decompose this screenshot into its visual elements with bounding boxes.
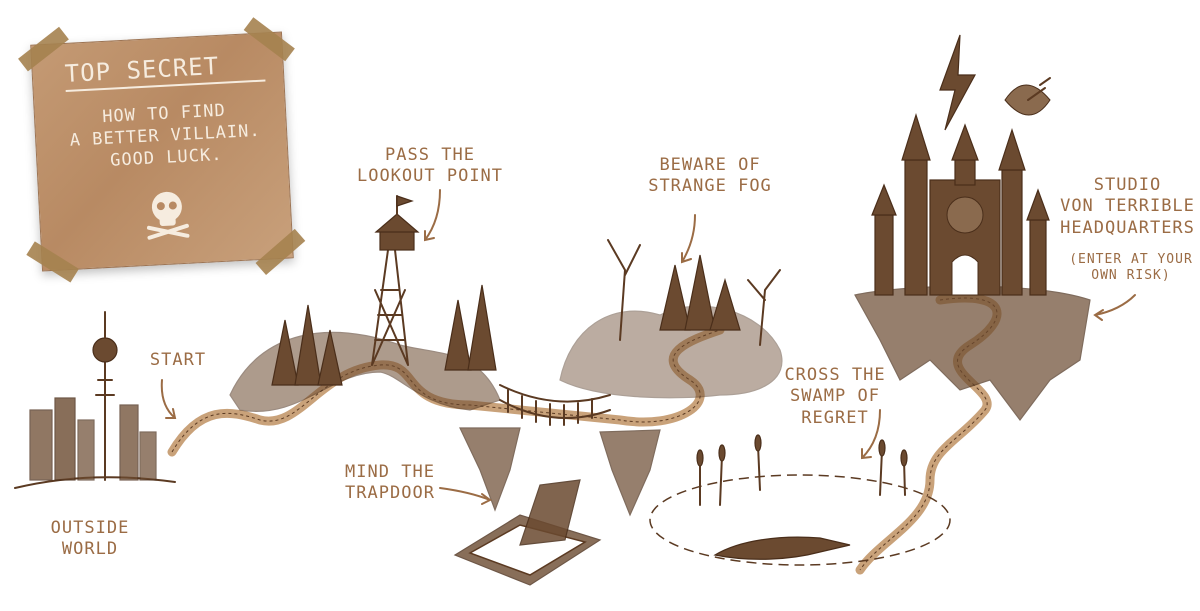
trapdoor bbox=[453, 479, 602, 586]
label-strange-fog: Beware of strange fog bbox=[648, 155, 772, 197]
flag-icon bbox=[396, 195, 414, 207]
lookout-hill bbox=[229, 195, 501, 412]
castle-headquarters bbox=[854, 34, 1091, 421]
swamp bbox=[649, 434, 951, 566]
label-outside-world: Outside World bbox=[50, 518, 130, 560]
label-swamp: Cross the swamp of regret bbox=[784, 365, 886, 428]
label-trapdoor: Mind the trapdoor bbox=[345, 462, 435, 504]
fog-forest bbox=[559, 239, 783, 399]
label-lookout-point: Pass the lookout point bbox=[356, 145, 504, 187]
lookout-tower bbox=[371, 195, 420, 366]
note-body: How to find a better villain. Good luck. bbox=[69, 100, 262, 171]
skull-emblem-icon bbox=[946, 196, 984, 234]
satellite-dish-icon bbox=[1004, 77, 1051, 116]
rope-bridge bbox=[459, 384, 661, 517]
label-hq-warning: (Enter at your own risk) bbox=[1069, 252, 1193, 284]
note-title: Top Secret bbox=[64, 49, 266, 92]
label-start: Start bbox=[149, 350, 207, 370]
skull-crossbones-icon bbox=[146, 191, 190, 240]
label-arrows bbox=[160, 189, 1136, 505]
lightning-bolt-icon bbox=[939, 34, 977, 131]
label-headquarters: Studio von Terrible Headquarters bbox=[1060, 175, 1195, 238]
top-secret-note: Top Secret How to find a better villain.… bbox=[18, 17, 306, 283]
alligator-icon bbox=[713, 536, 851, 560]
city-skyline bbox=[14, 311, 176, 489]
